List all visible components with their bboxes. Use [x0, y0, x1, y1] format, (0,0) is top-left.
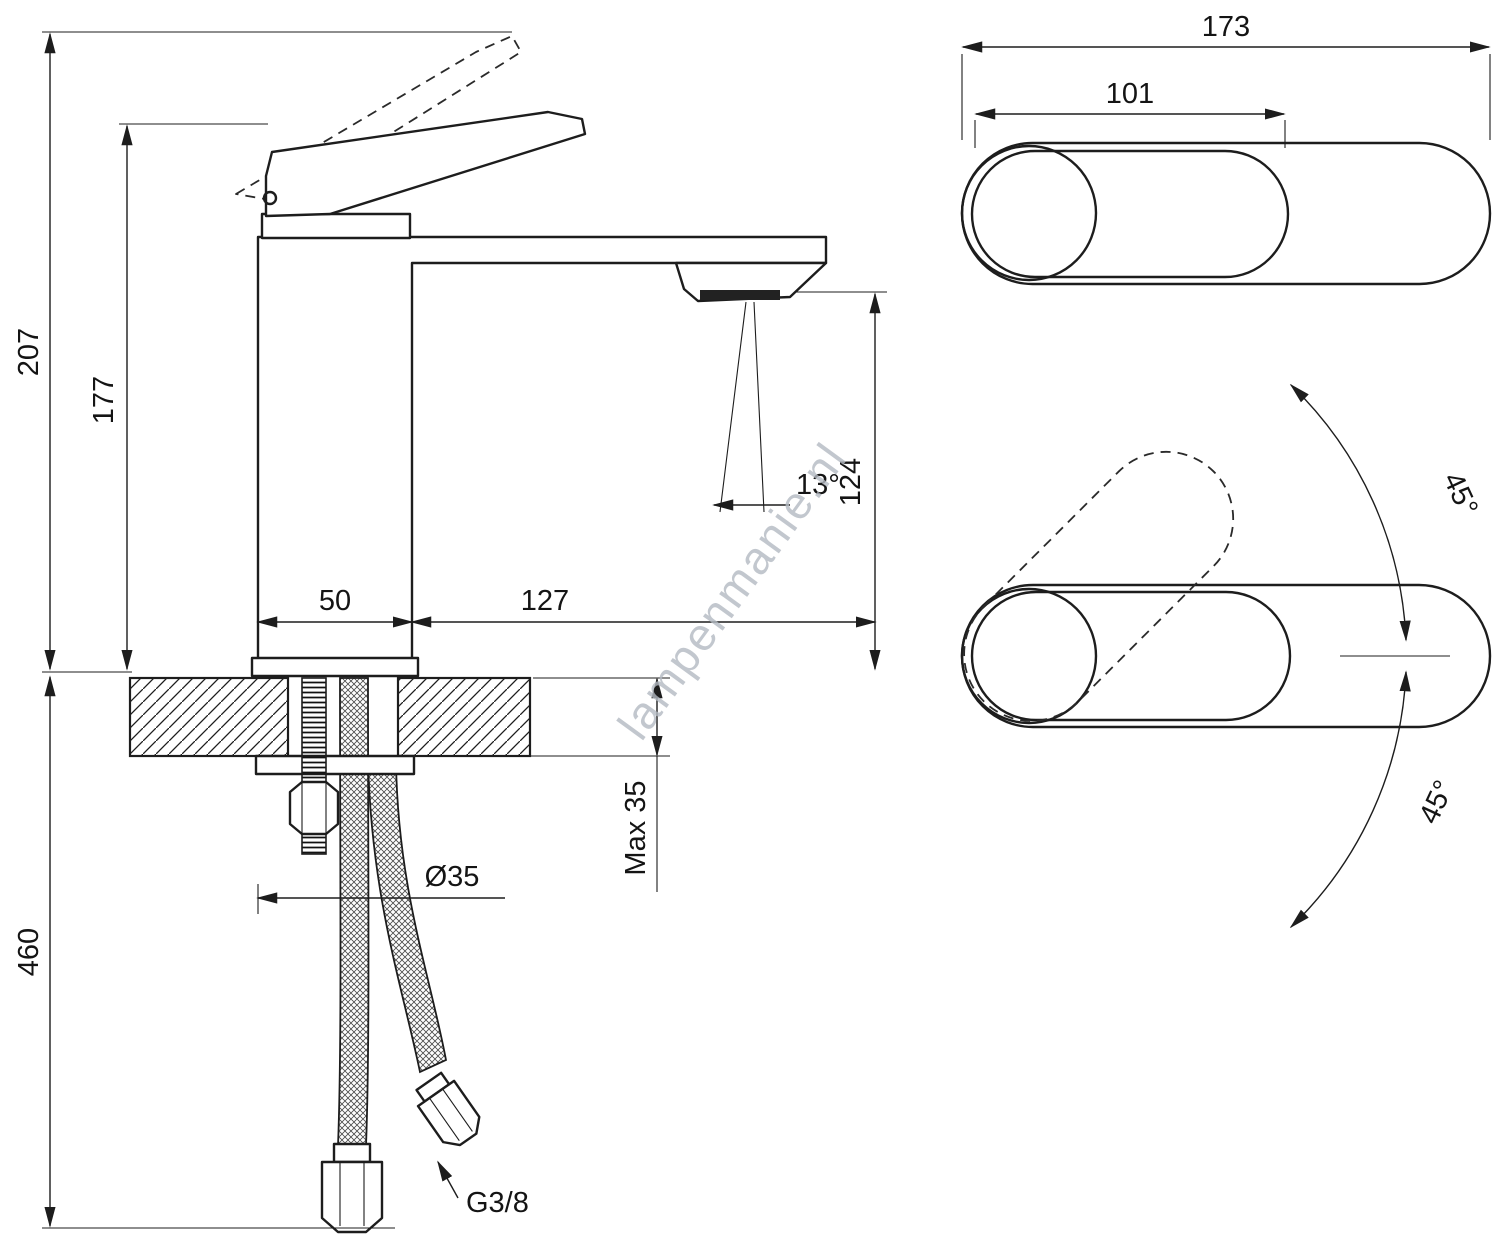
spray-angle-lines — [719, 301, 765, 513]
hose-nut-1 — [320, 1160, 384, 1234]
swing-arc-lower — [1289, 670, 1411, 929]
front-view: 207 177 460 50 127 124 13° Max 35 — [13, 31, 887, 1234]
swing-arc-upper — [1289, 383, 1411, 642]
hose-fitting-2 — [415, 1071, 481, 1147]
mounting-washer — [254, 754, 416, 776]
lever-pivot-detail — [262, 190, 278, 206]
dim-label-swing-up: 45° — [1436, 468, 1484, 521]
supply-hose-2 — [367, 761, 448, 1074]
dim-label-overall-length: 173 — [1202, 11, 1250, 43]
dim-label-below-counter: 460 — [13, 928, 45, 976]
hose-collar-1 — [332, 1142, 372, 1164]
lever-base — [260, 212, 412, 240]
dim-label-outlet-height: 124 — [835, 458, 867, 506]
swivel-view: 45° 45° — [960, 383, 1492, 929]
top-dimensions: 173 101 — [961, 11, 1491, 148]
ext-counter-thickness — [415, 677, 670, 757]
swivel-handle-rotated-dashed — [963, 450, 1235, 722]
countertop-left — [128, 676, 290, 758]
base-plate — [250, 656, 420, 678]
mounting-nut-facets — [301, 782, 327, 834]
watermark-text: lampenmanie.nl — [607, 433, 856, 749]
countertop-right — [396, 676, 532, 758]
hose-nut-2 — [416, 1079, 481, 1147]
top-view: 173 101 — [960, 11, 1492, 286]
dim-label-body-height: 177 — [88, 376, 120, 424]
dim-label-total-height: 207 — [13, 328, 45, 376]
mounting-nut — [288, 780, 340, 836]
dim-label-hole-diameter: Ø35 — [425, 861, 480, 893]
lever-raised-dashed — [235, 35, 522, 203]
swivel-cartridge-circle — [960, 587, 1098, 725]
ext-handle-length — [974, 120, 1286, 148]
front-dimensions: 207 177 460 50 127 124 13° Max 35 — [13, 31, 887, 1229]
dim-label-spray-angle: 13° — [796, 469, 840, 501]
supply-hose-1 — [337, 677, 370, 1147]
dim-label-swing-down: 45° — [1413, 776, 1461, 829]
lever-handle — [264, 110, 587, 218]
hose-nut-1-facets — [339, 1162, 365, 1226]
thread-leader — [437, 1160, 459, 1199]
aerator — [700, 290, 780, 300]
hose-nut-2-facets — [429, 1088, 473, 1141]
ext-overall-length — [961, 54, 1491, 140]
top-view-cartridge-circle — [960, 144, 1098, 282]
dim-label-hose-thread: G3/8 — [466, 1187, 529, 1219]
swivel-handle — [970, 590, 1292, 722]
dim-label-counter-thickness: Max 35 — [620, 780, 652, 875]
dim-label-body-width: 50 — [319, 585, 351, 617]
dim-label-handle-length: 101 — [1106, 78, 1154, 110]
dim-label-spout-reach: 127 — [521, 585, 569, 617]
top-view-handle — [970, 149, 1290, 279]
